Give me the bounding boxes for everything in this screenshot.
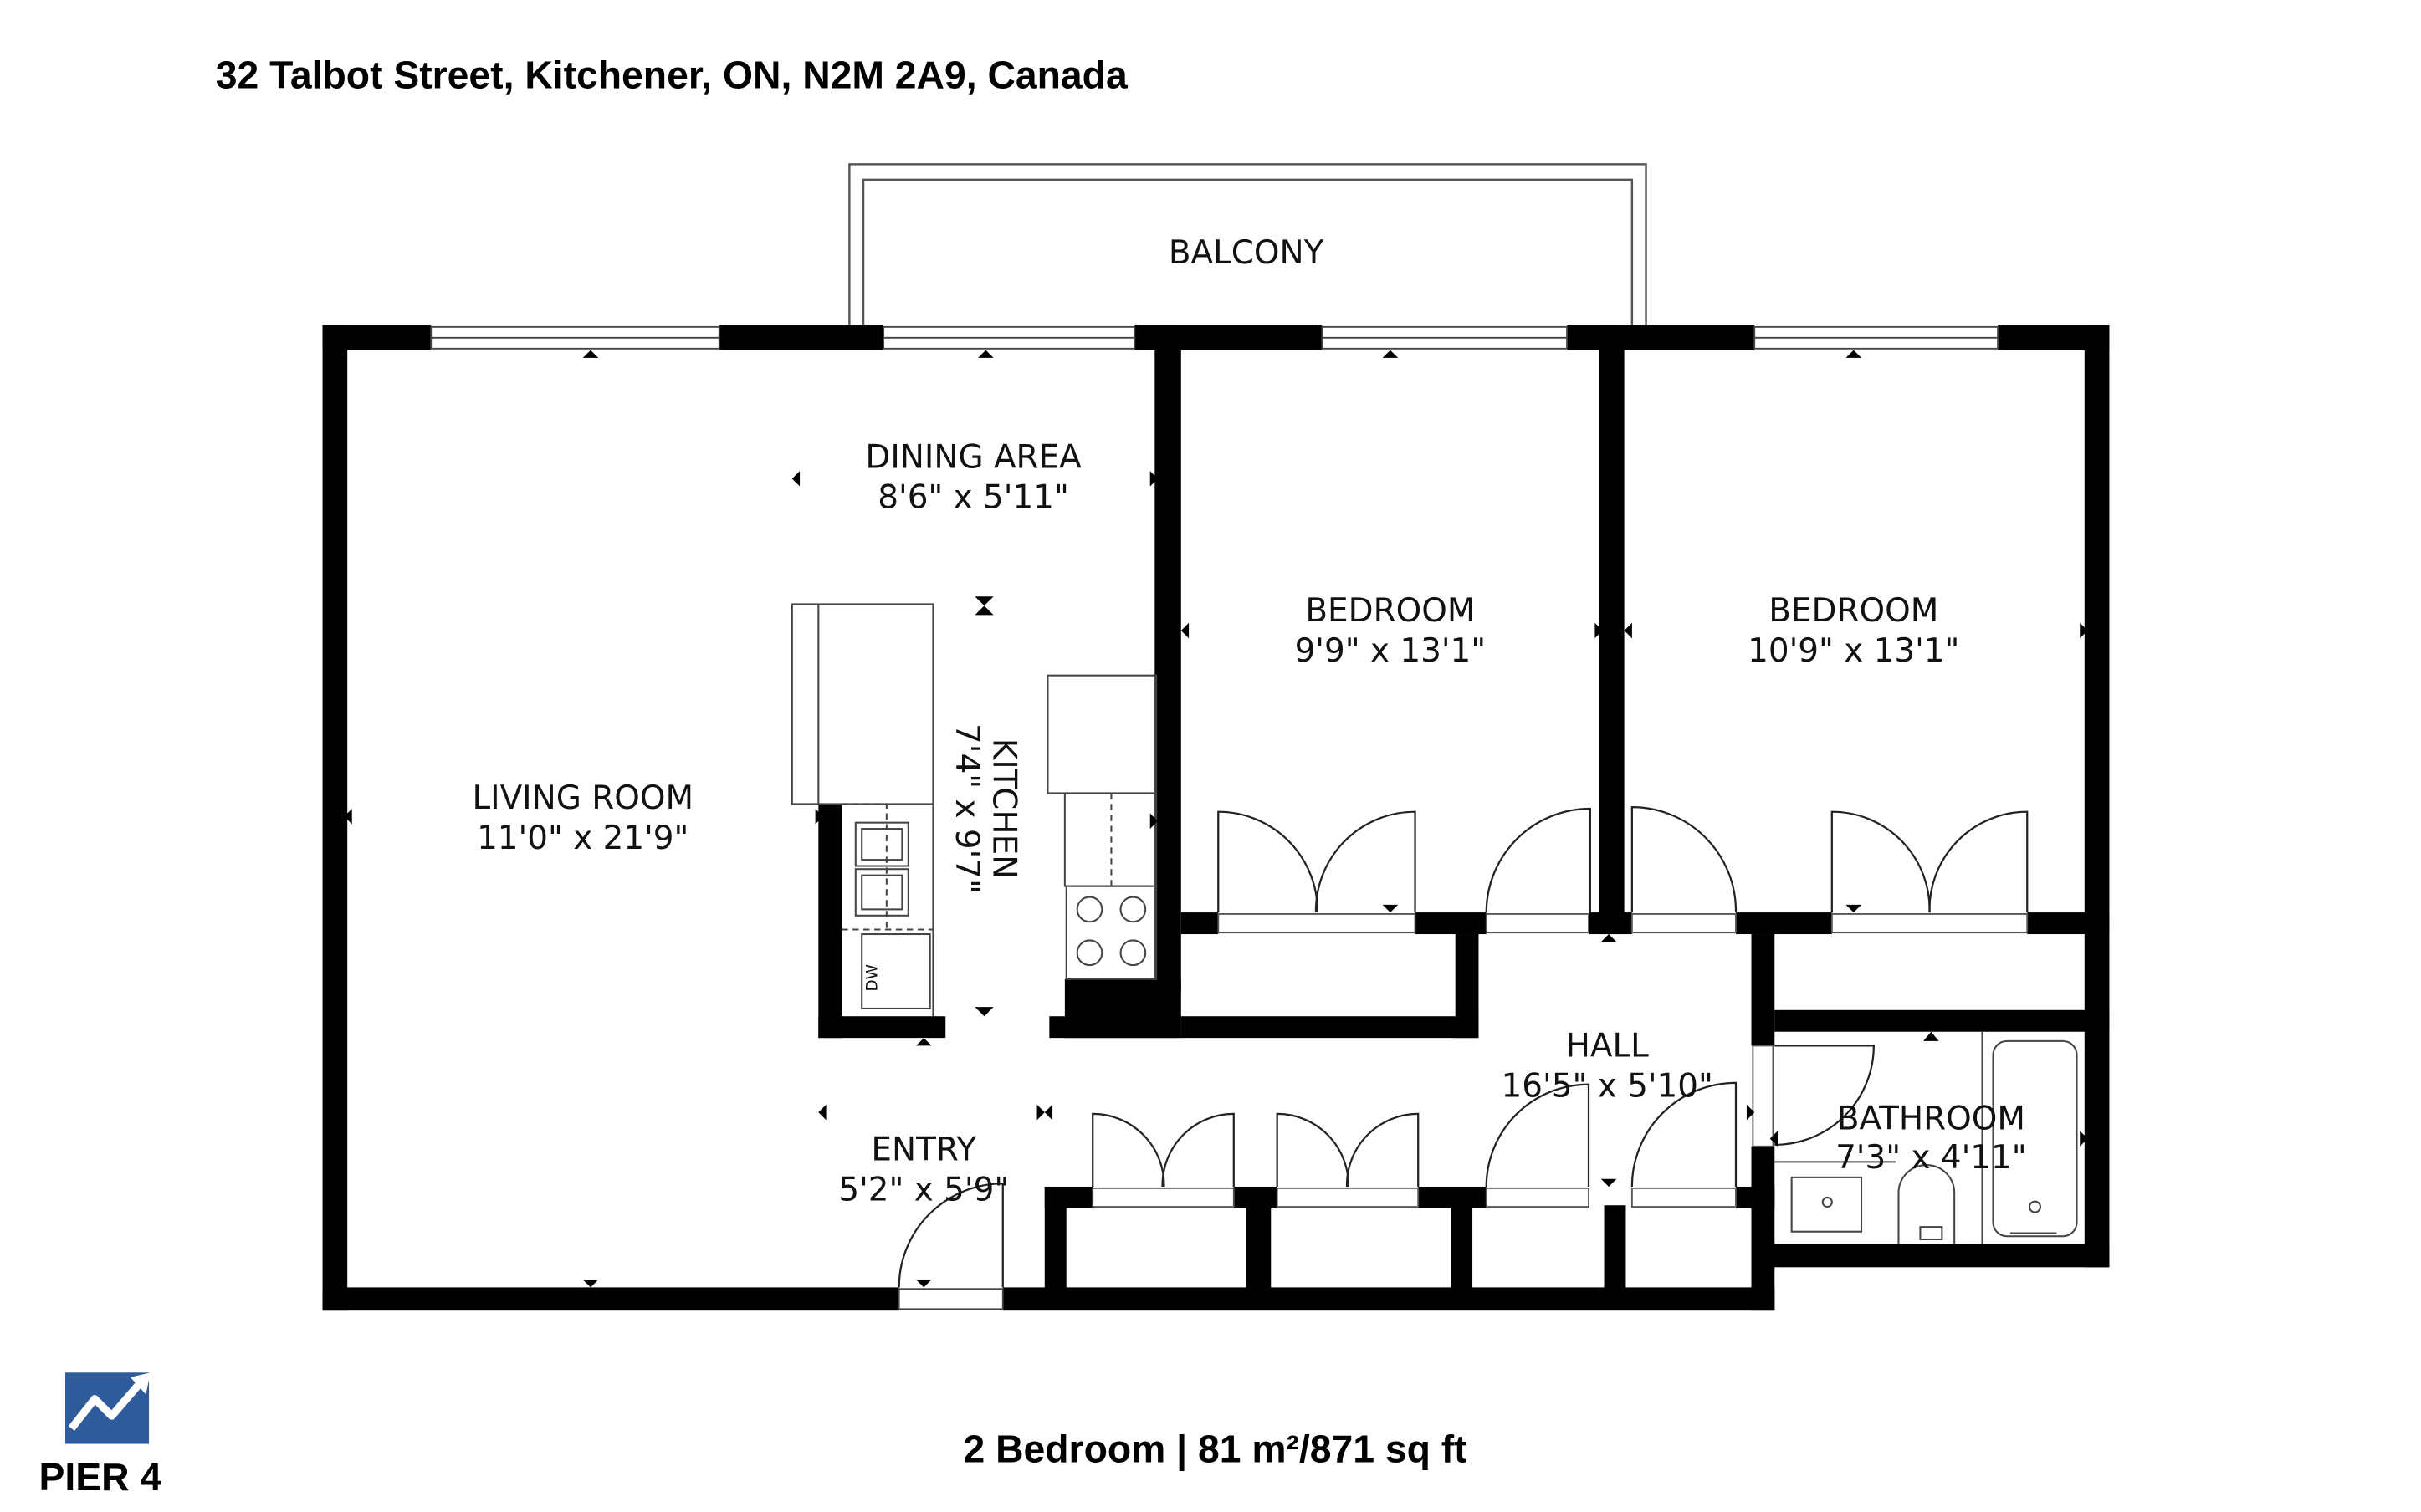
bedroom-2-dims: 10'9" x 13'1" (1748, 632, 1959, 670)
exterior-walls (322, 325, 2110, 1311)
unit-summary: 2 Bedroom | 81 m²/871 sq ft (963, 1428, 1466, 1471)
rising-chart-logo-icon (65, 1372, 151, 1444)
bedroom-2-name: BEDROOM (1768, 592, 1938, 630)
entry-name: ENTRY (871, 1131, 976, 1168)
bathroom-dims: 7'3" x 4'11" (1835, 1139, 2027, 1177)
dining-area-dims: 8'6" x 5'11" (878, 479, 1069, 517)
dimension-markers (344, 350, 2088, 1288)
bathroom-name: BATHROOM (1837, 1100, 2025, 1137)
bathroom-fixtures (1774, 1031, 2078, 1244)
hall-name: HALL (1566, 1027, 1650, 1065)
entry-dims: 5'2" x 5'9" (838, 1172, 1009, 1209)
room-labels: DINING AREA 8'6" x 5'11" BEDROOM 9'9" x … (472, 438, 2026, 1208)
living-room-name: LIVING ROOM (472, 779, 694, 817)
dishwasher-label: DW (864, 964, 882, 992)
address-title: 32 Talbot Street, Kitchener, ON, N2M 2A9… (216, 54, 1129, 97)
kitchen-name: KITCHEN (985, 738, 1023, 880)
balcony-label: BALCONY (1169, 234, 1324, 272)
dining-area-name: DINING AREA (865, 438, 1082, 476)
bedroom-1-dims: 9'9" x 13'1" (1295, 632, 1487, 670)
logo-text: PIER 4 (39, 1455, 162, 1499)
bedroom-1-name: BEDROOM (1305, 592, 1475, 630)
door-thresholds (1092, 913, 2029, 1208)
door-swings (898, 806, 2029, 1288)
hall-dims: 16'5" x 5'10" (1502, 1068, 1713, 1106)
interior-walls (818, 325, 2110, 1300)
kitchen-fixtures (791, 603, 1158, 1017)
pier-4-logo: PIER 4 (39, 1372, 162, 1499)
living-room-dims: 11'0" x 21'9" (477, 820, 688, 857)
windows (430, 325, 1999, 1310)
kitchen-dims: 7'4" x 9'7" (948, 723, 985, 894)
